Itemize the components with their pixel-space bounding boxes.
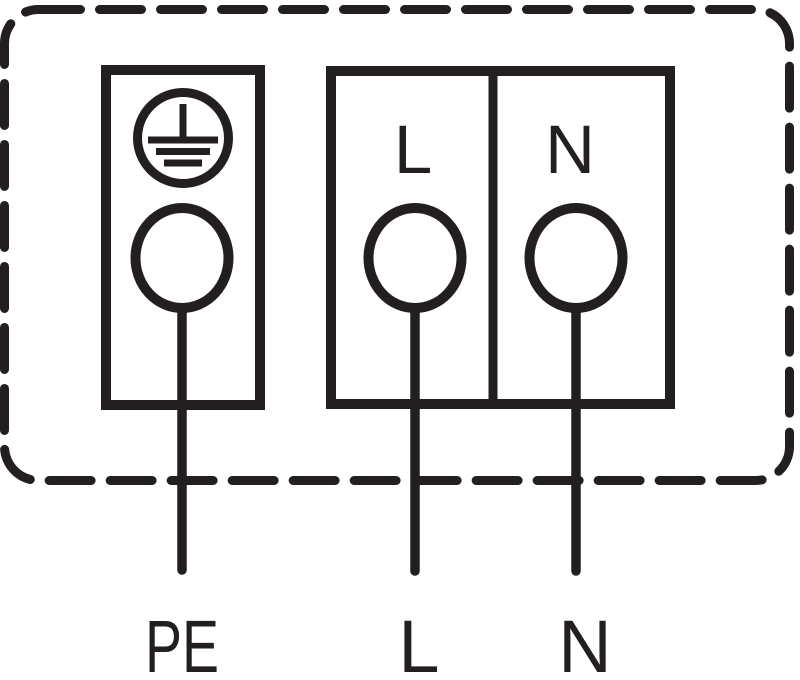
n-terminal-label: N (545, 111, 595, 188)
pe-terminal-circle (130, 203, 234, 313)
pe-wire-label: PE (145, 605, 219, 680)
n-terminal-circle (524, 203, 628, 313)
diagram-labels: L N PE L N (145, 111, 612, 680)
enclosure-dashed-border (0, 5, 794, 485)
diagram-linework (0, 5, 794, 576)
l-terminal-circle (363, 203, 467, 313)
n-wire-label: N (558, 605, 611, 680)
l-wire-label: L (398, 605, 439, 680)
l-terminal-label: L (394, 111, 432, 188)
protective-earth-icon (133, 88, 233, 188)
